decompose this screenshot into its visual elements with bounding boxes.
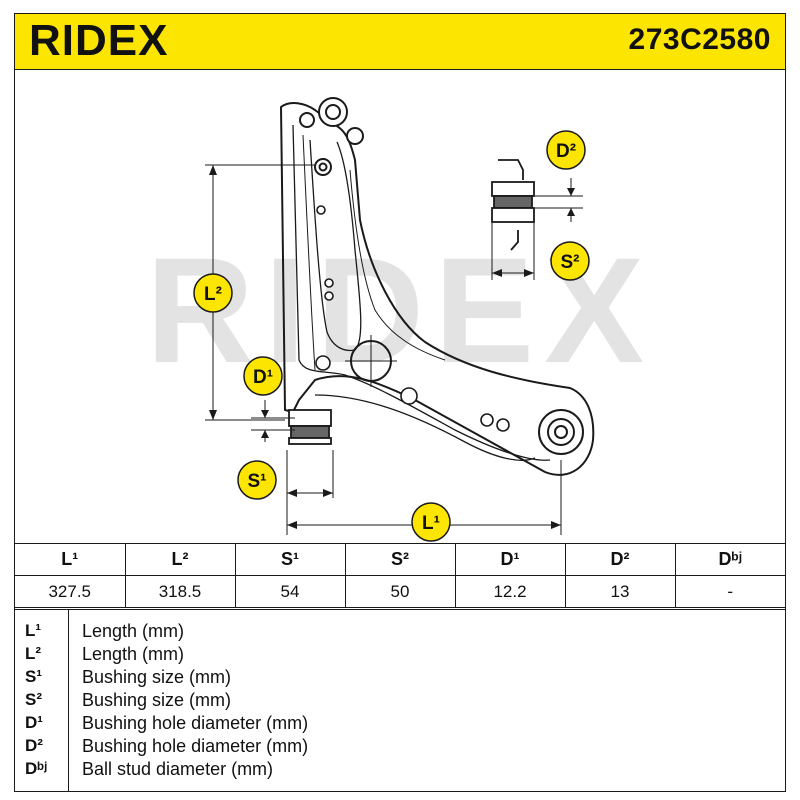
table-header-row: L¹ L² S¹ S² D¹ D² Dᵇʲ [15, 543, 785, 576]
label-L1-text: L¹ [422, 513, 440, 534]
table-header-cell: S¹ [234, 543, 346, 576]
legend-desc: Bushing hole diameter (mm) [82, 713, 309, 733]
legend-code: Dᵇʲ [25, 759, 48, 778]
table-header-cell: L¹ [15, 543, 126, 576]
legend-desc: Length (mm) [82, 621, 185, 641]
technical-drawing: RIDEX [15, 70, 785, 542]
rear-bushing [288, 409, 332, 445]
legend-code: L¹ [25, 621, 42, 640]
center-hole [345, 335, 397, 387]
table-header-cell: L² [124, 543, 236, 576]
dimensions-table: L¹ L² S¹ S² D¹ D² Dᵇʲ 327.5 318.5 54 50 … [15, 543, 785, 608]
label-D2-text: D² [556, 141, 576, 162]
legend-code: L² [25, 644, 42, 663]
label-L2-text: L² [204, 284, 222, 305]
legend-item: Dᵇʲ Ball stud diameter (mm) [15, 758, 785, 780]
legend-item: D¹ Bushing hole diameter (mm) [15, 712, 785, 734]
legend-desc: Bushing hole diameter (mm) [82, 736, 309, 756]
legend-item: S¹ Bushing size (mm) [15, 666, 785, 688]
table-cell: 13 [564, 575, 676, 608]
legend-desc: Ball stud diameter (mm) [82, 759, 274, 779]
table-cell: - [674, 575, 785, 608]
legend-divider [68, 610, 69, 791]
label-L2: L² [193, 273, 233, 313]
legend-code: S² [25, 690, 42, 709]
top-mount-holes [299, 97, 364, 176]
table-cell: 54 [234, 575, 346, 608]
legend-desc: Bushing size (mm) [82, 667, 232, 687]
table-header-cell: D² [564, 543, 676, 576]
label-S1: S¹ [237, 460, 277, 500]
label-S2: S² [550, 241, 590, 281]
legend-item: L² Length (mm) [15, 643, 785, 665]
ball-joint [538, 409, 584, 455]
legend: L¹ Length (mm) L² Length (mm) S¹ Bushing… [15, 609, 785, 791]
legend-item: S² Bushing size (mm) [15, 689, 785, 711]
rivet-holes [315, 205, 510, 432]
spec-sheet: RIDEX 273C2580 RIDEX [14, 13, 786, 792]
control-arm-diagram: RIDEX [146, 97, 644, 542]
table-header-cell: Dᵇʲ [674, 543, 785, 576]
table-header-cell: D¹ [454, 543, 566, 576]
legend-desc: Length (mm) [82, 644, 185, 664]
legend-code: S¹ [25, 667, 42, 686]
detail-bushing [491, 159, 535, 251]
label-S2-text: S² [561, 252, 580, 273]
label-S1-text: S¹ [248, 471, 267, 492]
legend-code: D² [25, 736, 43, 755]
label-D2: D² [546, 130, 586, 170]
label-L1: L¹ [411, 502, 451, 542]
table-cell: 12.2 [454, 575, 566, 608]
label-D1-text: D¹ [253, 367, 273, 388]
part-number: 273C2580 [628, 23, 771, 56]
label-D1: D¹ [243, 356, 283, 396]
dimension-arrows [209, 165, 575, 529]
legend-desc: Bushing size (mm) [82, 690, 232, 710]
legend-code: D¹ [25, 713, 43, 732]
table-cell: 50 [344, 575, 456, 608]
header-bar: RIDEX 273C2580 [15, 14, 785, 70]
legend-item: L¹ Length (mm) [15, 620, 785, 642]
table-cell: 318.5 [124, 575, 236, 608]
table-header-cell: S² [344, 543, 456, 576]
legend-item: D² Bushing hole diameter (mm) [15, 735, 785, 757]
table-row: 327.5 318.5 54 50 12.2 13 - [15, 575, 785, 608]
table-cell: 327.5 [15, 575, 126, 608]
brand-logo: RIDEX [29, 16, 169, 65]
